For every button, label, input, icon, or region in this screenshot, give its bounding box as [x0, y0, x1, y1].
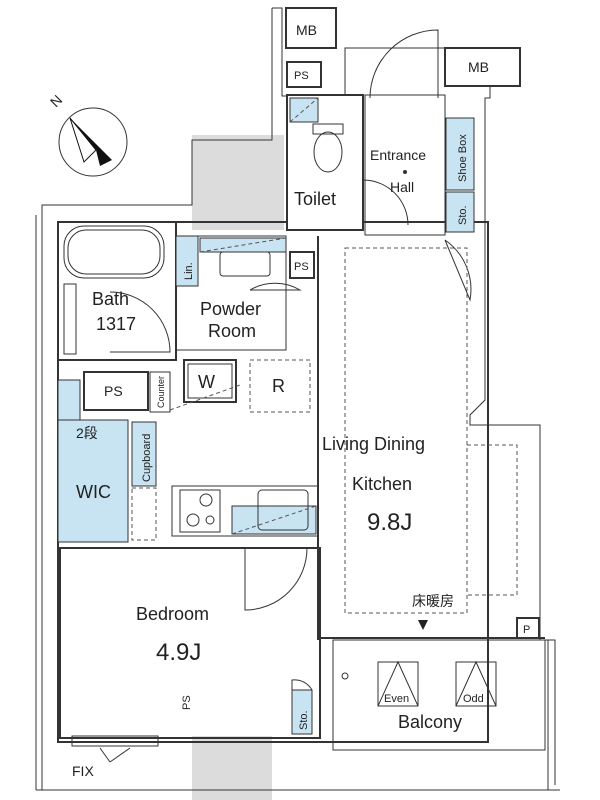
outer-wall-left: [41, 8, 273, 790]
fix-label: FIX: [72, 763, 94, 779]
balcony-area: [332, 639, 546, 751]
outdoor-unit-even-mark: [377, 660, 419, 707]
fridge-box: [249, 359, 311, 413]
mb-top-box: [285, 7, 337, 49]
odd-label: Odd: [463, 693, 484, 705]
toilet-bowl: [313, 131, 343, 173]
sto-entrance-label: Sto.: [457, 205, 469, 225]
fix-leader-2: [109, 747, 131, 763]
balcony-label: Balcony: [398, 712, 462, 732]
ldk-heating-ext: [467, 444, 518, 596]
outdoor-unit-odd-mark: [455, 660, 497, 707]
entrance-hall: [364, 94, 446, 236]
powder-label: Powder: [200, 299, 261, 319]
burner-3: [205, 515, 215, 525]
powder-room: [175, 235, 287, 351]
bath-size: 1317: [96, 314, 136, 334]
ps-left-box: [83, 371, 149, 411]
vanity-diag: [199, 237, 287, 253]
sink-diag: [231, 505, 317, 535]
ps-bottom-label: PS: [181, 695, 193, 710]
kitchen-diag: [169, 384, 241, 411]
bath-label: Bath: [92, 289, 129, 309]
mb-right-box: [444, 47, 521, 87]
balcony-drain: [341, 672, 349, 680]
shaft-shade-top: [192, 135, 284, 230]
powder-room-label: Room: [208, 321, 256, 341]
ldk-label: Living Dining: [322, 434, 425, 454]
window-fix: [71, 735, 159, 747]
entrance-step-mark: [403, 170, 407, 174]
shoe-box-label: Shoe Box: [457, 134, 469, 182]
fix-leader-1: [99, 747, 111, 763]
entrance-door: [369, 29, 439, 99]
sto-bottom-label: Sto.: [298, 710, 310, 730]
ps-top-label: PS: [294, 70, 309, 82]
wic-shelf: [57, 379, 81, 421]
bedroom-door: [244, 547, 308, 611]
washer-label: W: [198, 372, 215, 392]
ldk-size: 9.8J: [367, 509, 412, 536]
p-label: P: [523, 624, 530, 636]
washer-box: [183, 359, 237, 403]
compass-arrow-tail: [69, 117, 97, 163]
cupboard-label: Cupboard: [141, 434, 153, 482]
counter-label: Counter: [156, 376, 166, 408]
cupboard-box: [131, 421, 157, 487]
ps-mid-box: [289, 251, 315, 279]
bath-room: [57, 221, 177, 361]
mb-top-label: MB: [296, 22, 317, 38]
toilet-duct-diag: [289, 97, 319, 123]
fridge-label: R: [272, 376, 285, 396]
compass-north-label: N: [47, 92, 65, 110]
sto-entrance: [445, 191, 475, 233]
cupboard-lower: [131, 487, 157, 541]
bedroom-room: [59, 547, 321, 739]
bedroom-size: 4.9J: [156, 639, 201, 666]
bath-door: [109, 291, 171, 353]
wic-shelf-label: 2段: [76, 425, 98, 441]
ps-top-box: [286, 61, 322, 88]
vanity-sink: [219, 251, 271, 277]
ldk-kitchen-label: Kitchen: [352, 474, 412, 494]
burner-1: [199, 493, 213, 507]
hall-label: Hall: [390, 179, 414, 195]
mb-right-label: MB: [468, 59, 489, 75]
wic-room: [57, 419, 129, 543]
washer-inner: [187, 363, 233, 399]
shaft-shade-bottom: [192, 736, 272, 800]
stove: [179, 489, 221, 533]
ldk-heating-zone: [344, 247, 468, 614]
sto-bottom-box: [291, 689, 313, 735]
entrance-label: Entrance: [370, 147, 426, 163]
toilet-room: [286, 94, 364, 231]
toilet-tank: [312, 123, 344, 135]
toilet-door: [362, 179, 409, 226]
bathtub-inner: [67, 229, 161, 275]
linen-label: Lin.: [183, 262, 195, 280]
floor-heating-label: 床暖房: [412, 593, 454, 609]
floor-heating-marker: [418, 620, 428, 630]
ps-left-label: PS: [104, 383, 123, 399]
sto-bottom-door: [291, 679, 313, 691]
compass-arrow-icon: [70, 118, 112, 166]
bedroom-label: Bedroom: [136, 604, 209, 624]
ps-mid-label: PS: [294, 261, 309, 273]
burner-2: [186, 513, 200, 527]
kitchen-sink: [257, 489, 309, 531]
shoe-box: [445, 117, 475, 191]
wic-label: WIC: [76, 482, 111, 502]
bathtub: [63, 225, 165, 279]
bath-bench: [63, 283, 77, 355]
powder-door: [249, 282, 302, 291]
counter-box: [149, 371, 171, 413]
even-label: Even: [384, 693, 409, 705]
toilet-label: Toilet: [294, 189, 336, 209]
compass-circle: [58, 107, 128, 177]
